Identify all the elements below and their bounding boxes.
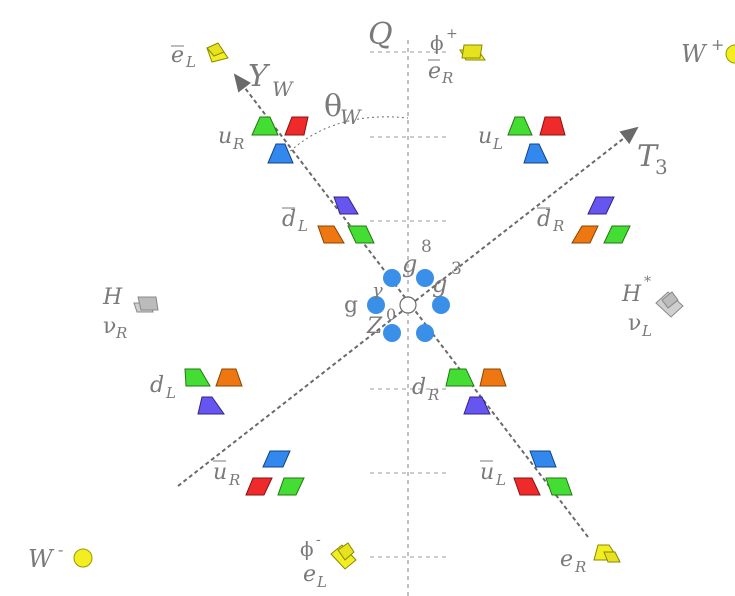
phi-plus-e-bar-r-shape bbox=[459, 44, 486, 61]
gluon-dot bbox=[416, 269, 434, 287]
t3-axis-subscript: 3 bbox=[655, 155, 668, 179]
g8-label: g bbox=[402, 250, 417, 278]
u-bar-l-subscript: L bbox=[495, 471, 506, 489]
u-r-label: u bbox=[218, 124, 232, 149]
d-bar-l-quarks bbox=[317, 196, 375, 244]
photon-label: γ bbox=[372, 280, 383, 301]
d-bar-l-label: d bbox=[282, 207, 296, 232]
u-bar-l-quarks bbox=[513, 450, 573, 496]
phi-plus-label: ϕ bbox=[430, 31, 444, 55]
gluon-dot bbox=[416, 324, 434, 342]
w-plus-dot bbox=[725, 44, 735, 64]
w-minus-label: W bbox=[28, 545, 55, 573]
t3-axis bbox=[177, 126, 639, 487]
phi-minus-e-l-shape bbox=[330, 542, 357, 570]
higgs-nu-l-shape bbox=[655, 291, 684, 318]
u-bar-r-subscript: R bbox=[228, 471, 240, 489]
gluon-label: g bbox=[344, 293, 358, 318]
w-minus-superscript: - bbox=[58, 540, 63, 559]
weinberg-angle-arc bbox=[282, 116, 409, 159]
e-r-subscript: R bbox=[574, 558, 586, 576]
photon-z-dot bbox=[399, 296, 417, 314]
yw-axis-label: Y bbox=[248, 59, 271, 94]
e-bar-l-label: e bbox=[171, 43, 184, 68]
w-plus-label: W bbox=[681, 40, 708, 68]
u-l-label: u bbox=[478, 124, 492, 149]
u-bar-l-label: u bbox=[480, 460, 494, 485]
phi-plus-superscript: + bbox=[446, 26, 458, 42]
z-boson-label: Z bbox=[366, 314, 383, 339]
d-r-subscript: R bbox=[427, 386, 439, 404]
phi-minus-superscript: - bbox=[316, 532, 321, 548]
gluon-dot bbox=[432, 296, 450, 314]
e-bar-r-subscript: R bbox=[441, 69, 453, 87]
yw-axis-subscript: W bbox=[272, 77, 294, 101]
u-bar-r-label: u bbox=[213, 460, 227, 485]
u-l-quarks bbox=[507, 116, 566, 164]
d-l-label: d bbox=[150, 373, 164, 398]
theta-subscript: W bbox=[340, 105, 362, 129]
e-l-label: e bbox=[303, 562, 316, 587]
e-r-shape bbox=[593, 544, 621, 563]
gluon-dot bbox=[383, 269, 401, 287]
e-bar-l-subscript: L bbox=[185, 53, 196, 71]
theta-label: θ bbox=[324, 89, 342, 124]
d-bar-r-quarks bbox=[571, 196, 631, 244]
nu-l-label: ν bbox=[628, 311, 641, 336]
gluon-dot bbox=[367, 296, 385, 314]
e-bar-l-shape bbox=[206, 42, 229, 63]
gluon-cluster bbox=[367, 269, 450, 342]
u-bar-r-quarks bbox=[245, 450, 305, 496]
g8-superscript: 8 bbox=[421, 237, 432, 257]
d-l-subscript: L bbox=[165, 384, 176, 402]
q-axis-label: Q bbox=[368, 17, 393, 52]
g3-label: g bbox=[432, 270, 447, 298]
higgs-nu-r-shape bbox=[133, 296, 159, 313]
t3-axis-label: T bbox=[637, 139, 659, 174]
u-l-subscript: L bbox=[492, 135, 503, 153]
w-plus-superscript: + bbox=[711, 35, 724, 54]
d-bar-r-label: d bbox=[537, 207, 551, 232]
e-r-label: e bbox=[560, 547, 573, 572]
u-r-quarks bbox=[251, 116, 309, 164]
g3-superscript: 3 bbox=[451, 259, 462, 279]
u-r-subscript: R bbox=[232, 135, 244, 153]
nu-r-subscript: R bbox=[115, 324, 127, 342]
d-r-quarks bbox=[445, 368, 507, 415]
d-l-quarks bbox=[184, 368, 243, 415]
higgs-star-label: H bbox=[621, 282, 642, 307]
higgs-star-superscript: * bbox=[644, 274, 651, 290]
z-boson-superscript: 0 bbox=[386, 305, 396, 324]
nu-r-label: ν bbox=[103, 314, 116, 339]
e-bar-r-label: e bbox=[428, 59, 441, 84]
nu-l-subscript: L bbox=[641, 322, 652, 340]
w-minus-dot bbox=[73, 548, 93, 568]
gluon-dot bbox=[383, 324, 401, 342]
d-bar-l-subscript: L bbox=[297, 217, 308, 235]
d-r-label: d bbox=[412, 375, 426, 400]
d-bar-r-subscript: R bbox=[552, 217, 564, 235]
higgs-label: H bbox=[102, 285, 123, 310]
e-l-subscript: L bbox=[316, 573, 327, 591]
phi-minus-label: ϕ bbox=[300, 537, 314, 561]
